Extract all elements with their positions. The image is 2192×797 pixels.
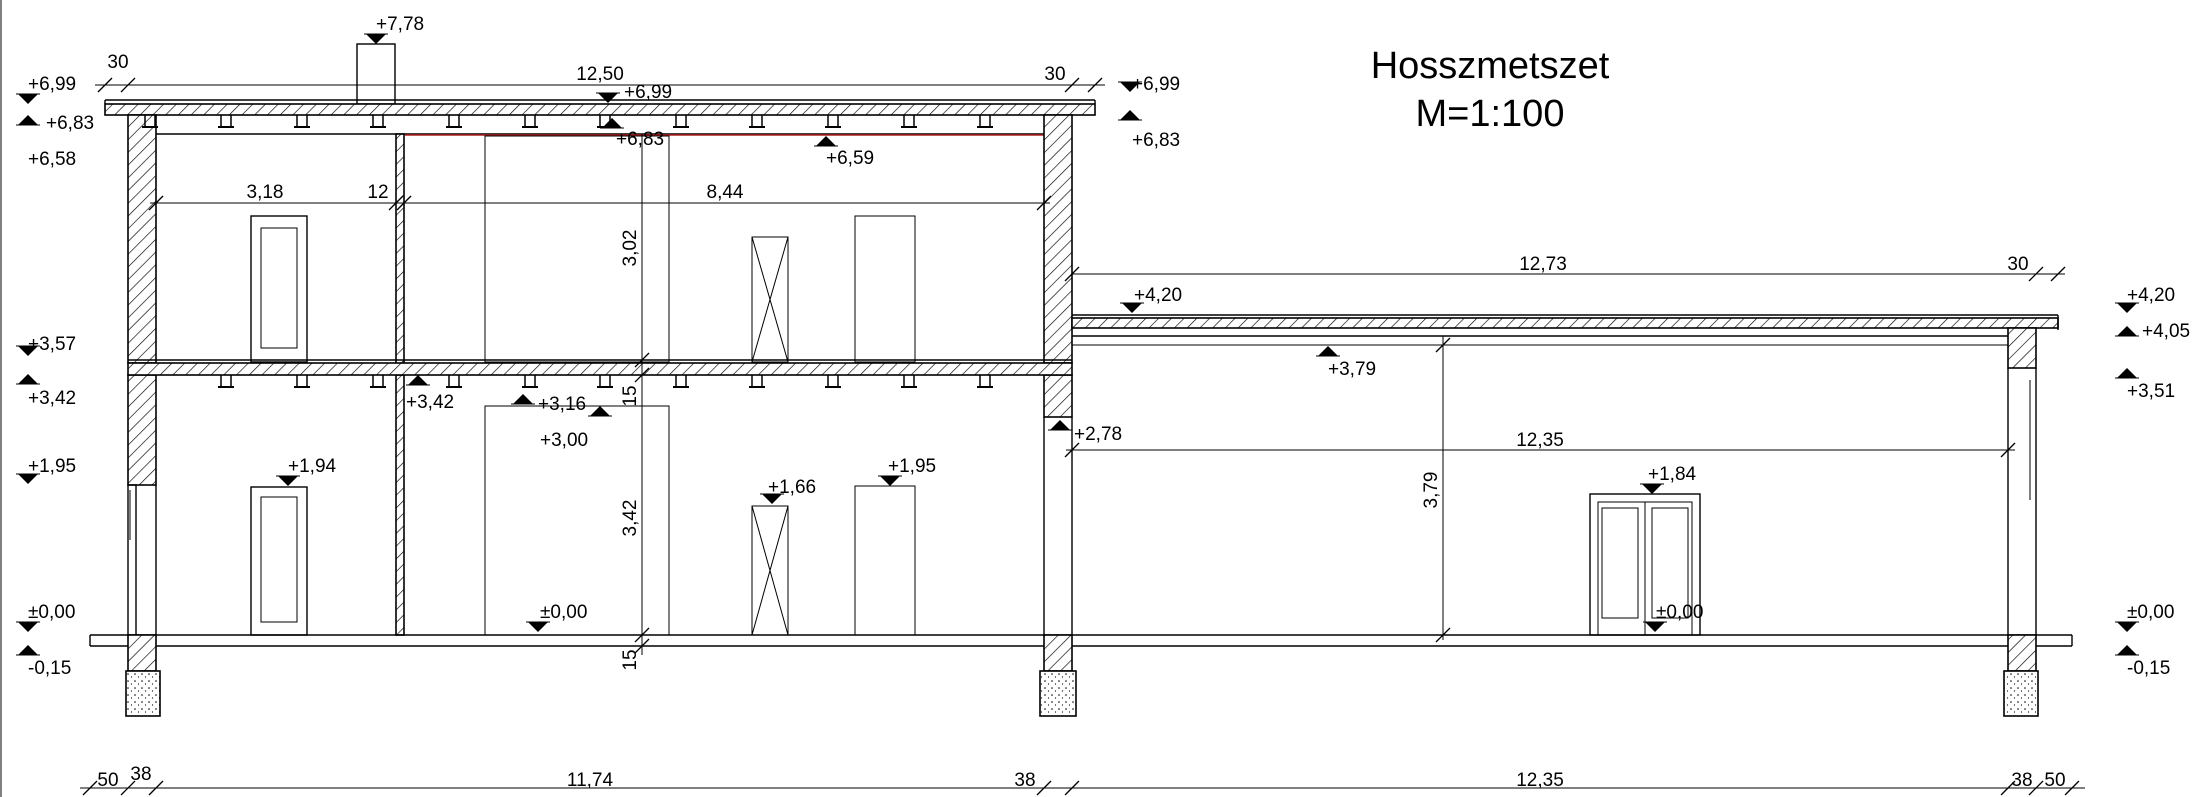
- level-floor1-bottom-center: +3,42: [406, 392, 454, 413]
- level-annex-roof: +4,20: [1134, 285, 1182, 306]
- level-roof-top-right: +6,99: [1132, 74, 1180, 95]
- roof-slab: [104, 103, 1096, 116]
- dim-top-left-30: 30: [107, 52, 128, 73]
- dim-foundation-15: 15: [620, 649, 641, 670]
- level-door-left-ground: +1,94: [288, 456, 337, 477]
- dim-height-lower: 3,42: [620, 500, 641, 537]
- floor-slab: [127, 362, 1073, 376]
- level-beam-bottom: +3,16: [538, 394, 586, 415]
- dim-bottom-38-mid: 38: [1014, 770, 1035, 791]
- level-ceiling-right: +6,59: [826, 148, 874, 169]
- level-annex-door: +1,84: [1648, 464, 1697, 485]
- level-floor1-bottom-left: +3,42: [28, 388, 76, 409]
- dim-bottom-main: 11,74: [567, 770, 614, 791]
- dim-top-right-30: 30: [1044, 64, 1065, 85]
- level-right-top: +4,20: [2127, 285, 2175, 306]
- dim-top-span: 12,50: [576, 64, 624, 85]
- level-floor1-top-left: +3,57: [28, 334, 76, 355]
- partition-upper: [395, 133, 405, 365]
- level-roof-top-center: +6,99: [624, 82, 672, 103]
- dim-room-left: 3,18: [247, 182, 284, 203]
- level-ceiling-center: +6,83: [616, 129, 664, 150]
- left-wall-upper: [127, 114, 157, 364]
- level-zero-left: ±0,00: [28, 602, 75, 623]
- level-right-low: +3,51: [2127, 381, 2175, 402]
- foundation-mid: [1039, 670, 1077, 717]
- level-roof-top-left: +6,99: [28, 74, 76, 95]
- level-chimney: +7,78: [376, 14, 424, 35]
- foundation-left: [125, 670, 161, 717]
- level-door-ground-right: +1,95: [888, 456, 936, 477]
- partition-lower: [395, 374, 405, 636]
- dim-annex-span: 12,73: [1519, 254, 1567, 275]
- dim-room-right: 8,44: [707, 182, 744, 203]
- left-wall-lower: [127, 374, 157, 486]
- dim-wall-12: 12: [367, 182, 388, 203]
- main-building: [104, 43, 1096, 636]
- dim-slab-15: 15: [620, 385, 641, 406]
- dim-bottom-38-right: 38: [2011, 770, 2032, 791]
- annex-roof-slab: [1071, 317, 2059, 329]
- level-roof-bottom-left: +6,83: [46, 113, 94, 134]
- level-right-minus: -0,15: [2127, 658, 2170, 679]
- dim-annex-height: 3,79: [1421, 472, 1442, 509]
- level-roof-bottom-right: +6,83: [1132, 130, 1180, 151]
- level-right-zero: ±0,00: [2127, 602, 2174, 623]
- dim-height-upper: 3,02: [620, 230, 641, 267]
- right-wall-upper: [1043, 114, 1073, 364]
- right-wall-beam: [1043, 374, 1073, 418]
- level-window-left: +1,95: [28, 456, 76, 477]
- dim-annex-30: 30: [2007, 254, 2028, 275]
- level-door-ground-x: +1,66: [768, 477, 816, 498]
- chimney: [356, 43, 396, 105]
- level-right-mid: +4,05: [2142, 321, 2190, 342]
- drawing-scale: M=1:100: [1416, 93, 1565, 135]
- level-door-top-ground: +3,00: [540, 430, 588, 451]
- dim-annex-inner: 12,35: [1516, 430, 1564, 451]
- level-annex-ceiling: +3,79: [1328, 359, 1376, 380]
- dim-bottom-50-right: 50: [2044, 770, 2065, 791]
- level-ceiling-left: +6,58: [28, 149, 76, 170]
- dimension-lines: [80, 77, 2085, 796]
- dim-bottom-annex: 12,35: [1516, 770, 1564, 791]
- level-annex-zero: ±0,00: [1656, 602, 1703, 623]
- foundation-right: [2003, 670, 2039, 717]
- level-minus-left: -0,15: [28, 658, 71, 679]
- dim-bottom-50-left: 50: [97, 770, 118, 791]
- dim-bottom-38-left: 38: [130, 764, 151, 785]
- level-annex-beam: +2,78: [1074, 424, 1122, 445]
- annex-wall-top: [2007, 327, 2037, 369]
- annex-building: [1071, 314, 2059, 636]
- drawing-title: Hosszmetszet: [1371, 45, 1610, 87]
- ground-structure: [89, 634, 2073, 717]
- level-zero-center: ±0,00: [540, 602, 587, 623]
